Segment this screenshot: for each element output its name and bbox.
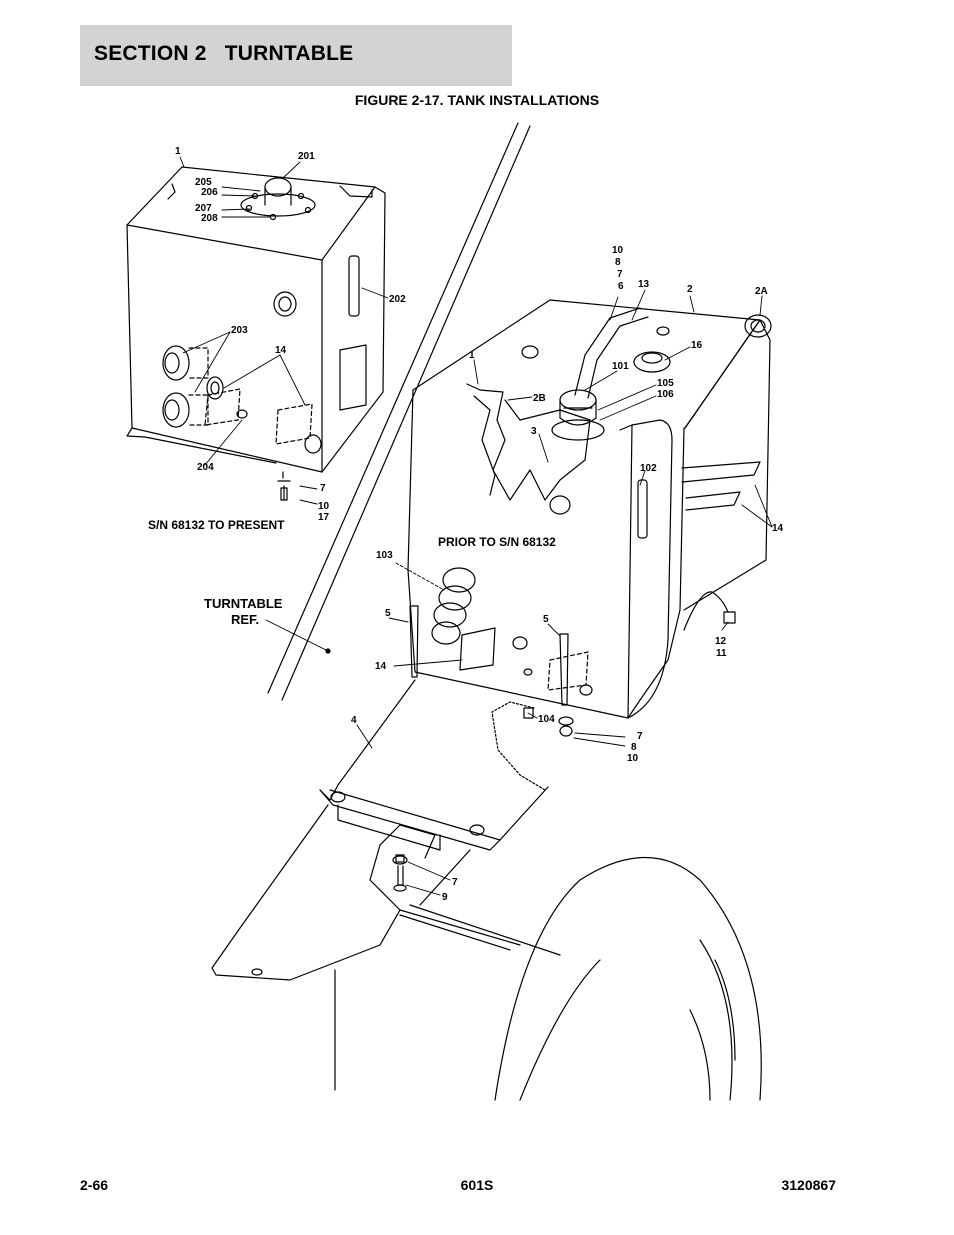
document-number: 3120867 — [781, 1177, 836, 1193]
callout: 3 — [531, 426, 537, 437]
callout: 104 — [538, 714, 555, 725]
callout: 7 — [452, 877, 458, 888]
callout: 7 — [320, 483, 326, 494]
model-name: 601S — [460, 1177, 494, 1193]
turntable-frame — [211, 679, 549, 1091]
note-sn-present: S/N 68132 TO PRESENT — [148, 518, 285, 532]
note-turntable-ref-2: REF. — [231, 612, 259, 627]
callout: 102 — [640, 463, 657, 474]
callout: 203 — [231, 325, 248, 336]
callout: 14 — [275, 345, 287, 356]
separator-line — [267, 122, 519, 694]
leader-lines-frame — [356, 724, 451, 896]
callout: 5 — [543, 614, 549, 625]
page-number: 2-66 — [80, 1177, 109, 1193]
callout: 10 — [627, 753, 639, 764]
callout: 2A — [755, 286, 768, 297]
callout: 1 — [469, 350, 475, 361]
callout: 105 — [657, 378, 674, 389]
callout: 8 — [615, 257, 621, 268]
callout: 13 — [638, 279, 650, 290]
separator-line — [281, 125, 531, 701]
callout: 8 — [631, 742, 637, 753]
leader-lines-present — [179, 156, 389, 505]
callout: 14 — [772, 523, 784, 534]
tank-present-outline — [126, 166, 386, 501]
callout: 206 — [201, 187, 218, 198]
tire-outline — [409, 856, 762, 1101]
callout: 7 — [617, 269, 623, 280]
callout: 201 — [298, 151, 315, 162]
callout: 6 — [618, 281, 624, 292]
note-prior-sn: PRIOR TO S/N 68132 — [438, 535, 556, 549]
callout: 106 — [657, 389, 674, 400]
callout: 1 — [175, 146, 181, 157]
callout: 2 — [687, 284, 693, 295]
callout: 101 — [612, 361, 629, 372]
callout: 10 — [318, 501, 330, 512]
callout: 207 — [195, 203, 212, 214]
section-title: SECTION 2 TURNTABLE — [94, 42, 354, 65]
callout: 204 — [197, 462, 214, 473]
callout: 208 — [201, 213, 218, 224]
callout: 4 — [351, 715, 357, 726]
callout: 11 — [716, 648, 727, 659]
section-banner: SECTION 2 TURNTABLE — [80, 25, 512, 86]
callout: 202 — [389, 294, 406, 305]
callout: 16 — [691, 340, 703, 351]
callout: 17 — [318, 512, 330, 523]
callout: 9 — [442, 892, 448, 903]
callout: 5 — [385, 608, 391, 619]
callout: 7 — [637, 731, 643, 742]
callout: 12 — [715, 636, 727, 647]
callout: 2B — [533, 393, 546, 404]
figure-title: FIGURE 2-17. TANK INSTALLATIONS — [354, 92, 600, 108]
callout: 103 — [376, 550, 393, 561]
callout: 14 — [375, 661, 387, 672]
callout: 205 — [195, 177, 212, 188]
note-turntable-ref-1: TURNTABLE — [204, 596, 283, 611]
tank-prior-outline — [407, 299, 772, 791]
leader-lines-prior — [265, 289, 773, 747]
callout-labels: 1 201 205 206 207 208 202 203 14 204 7 1… — [175, 146, 784, 903]
callout: 10 — [612, 245, 624, 256]
